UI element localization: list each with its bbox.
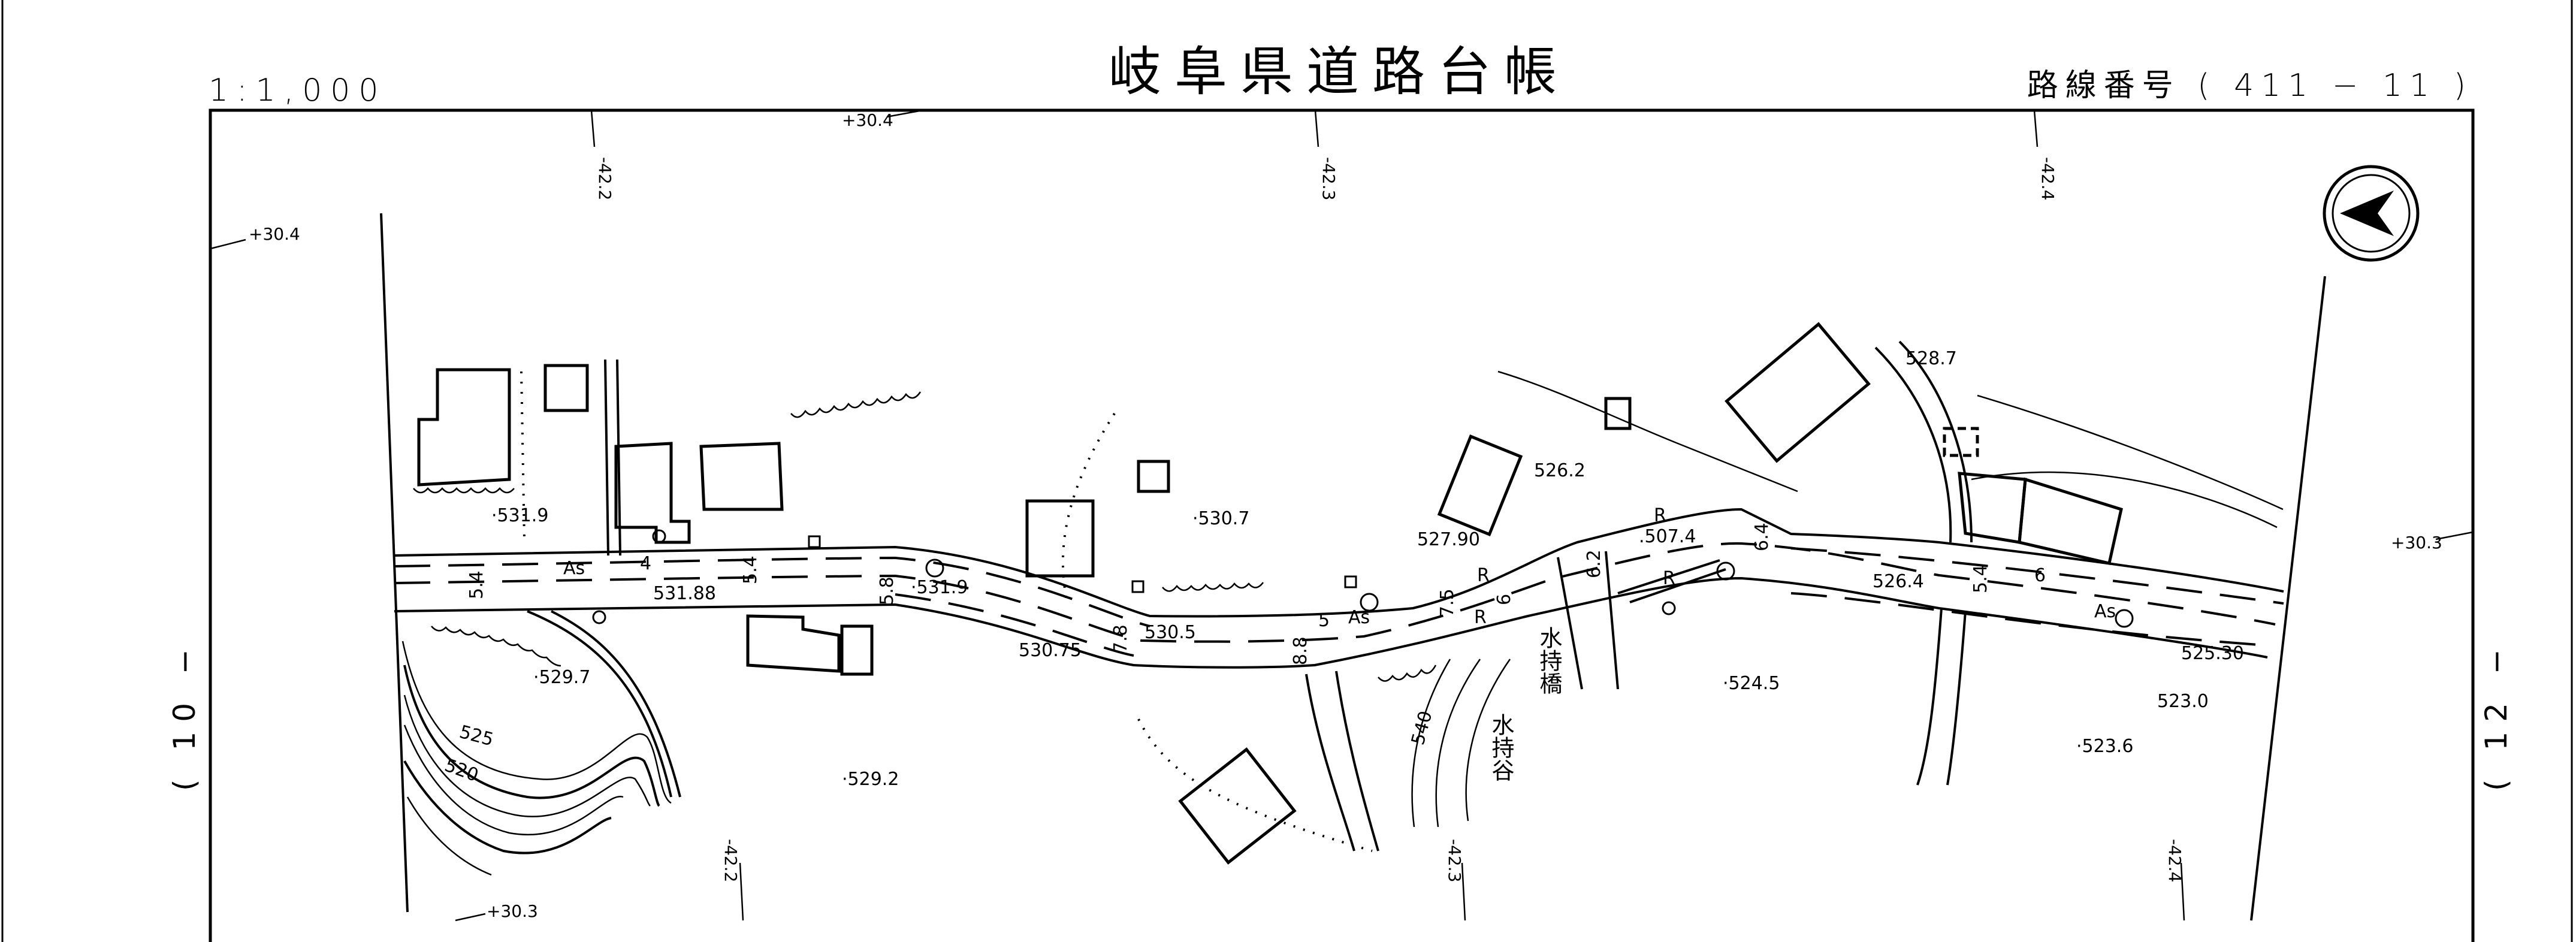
tick-top-1: -42.2 (595, 157, 615, 200)
offset-2: +30.4 (249, 224, 300, 244)
elevation-label: ·529.2 (842, 769, 899, 790)
map-frame (209, 108, 2475, 942)
elevation-label: ·529.7 (533, 667, 590, 688)
prefectural-road (394, 508, 2284, 669)
grid-ticks: -42.2 -42.3 -42.4 -42.2 -42.3 -42.4 +30.… (210, 109, 2474, 922)
map-annotations: ·531.9 As 4 531.88 5.4 5.4 5.8 ·531.9 ·5… (442, 348, 2244, 790)
width-label: 6.2 (1584, 550, 1605, 578)
retaining-wall-label: R (1654, 505, 1666, 526)
width-label: 6 (1494, 594, 1515, 605)
offset-4: +30.3 (487, 901, 538, 921)
catch-basin-icon (1344, 575, 1357, 588)
pavement-label: As (2094, 601, 2116, 622)
utility-pole-icon (592, 610, 606, 624)
offset-1: +30.4 (842, 110, 893, 130)
catch-basin-icon (1131, 580, 1144, 593)
survey-boundary-right (2250, 276, 2326, 921)
elevation-label: 525.30 (2181, 643, 2244, 664)
elevation-label: 530.75 (1019, 640, 1082, 661)
utility-pole-icon (652, 529, 666, 544)
manhole-icon (925, 558, 944, 578)
elevation-label: 523.0 (2157, 691, 2209, 712)
elevation-label: ·531.9 (911, 577, 968, 598)
contour-label: 525 (457, 721, 496, 751)
elevation-label: .507.4 (1639, 526, 1696, 547)
sheet-ref-right: ( 12 − (2479, 639, 2514, 791)
width-label: 7.5 (1437, 588, 1458, 617)
utility-pole-icon (1662, 601, 1676, 615)
catch-basin-icon (808, 535, 821, 548)
width-label: 6 (2034, 565, 2046, 586)
pavement-label: As (563, 558, 585, 579)
elevation-label: 528.7 (1905, 348, 1957, 369)
width-label: 5.4 (466, 570, 487, 599)
width-label: 5 (1318, 610, 1330, 631)
tick-bottom-3: -42.4 (2165, 839, 2185, 882)
tick-bottom-1: -42.2 (721, 839, 741, 882)
north-arrow-icon (2323, 165, 2420, 262)
elevation-label: ·523.6 (2076, 736, 2133, 757)
offset-3: +30.3 (2391, 533, 2442, 552)
buildings (417, 322, 2123, 865)
elevation-label: 530.5 (1144, 622, 1196, 643)
sheet-ref-left: ( 10 − (167, 639, 202, 791)
route-number: 路線番号 ( 411 − 11 ) (2027, 68, 2473, 104)
width-label: 5.4 (1970, 564, 1991, 593)
elevation-label: ·531.9 (491, 505, 548, 526)
side-roads (520, 340, 2284, 852)
width-label: 6.4 (1751, 523, 1772, 551)
contour-label: 520 (442, 755, 481, 786)
elevation-label: ·530.7 (1192, 508, 1249, 529)
contour-lines (401, 641, 672, 876)
bridge-name: 水持橋 (1536, 626, 1562, 695)
retaining-wall-label: R (1663, 568, 1675, 589)
retaining-wall-label: R (1477, 565, 1490, 586)
width-label: 5.8 (877, 576, 898, 605)
width-label: 5.4 (740, 555, 761, 584)
elevation-label: 526.2 (1534, 460, 1586, 481)
elevation-label: 527.90 (1417, 529, 1480, 550)
bridge-and-stream (1411, 551, 1726, 828)
width-label: 4 (640, 553, 651, 574)
width-label: 8.8 (1290, 636, 1311, 665)
survey-boundary-left (380, 213, 409, 913)
elevation-label: 526.4 (1873, 571, 1924, 592)
map-symbols (592, 529, 2134, 628)
manhole-icon (1360, 593, 1379, 612)
retaining-wall-label: R (1474, 607, 1487, 628)
hedges (413, 391, 1437, 682)
contour-label: 540 (1408, 709, 1437, 747)
scale-label: 1:1,000 (209, 73, 386, 108)
width-label: 7.8 (1110, 624, 1131, 653)
tick-top-2: -42.3 (1319, 157, 1339, 200)
manhole-icon (1716, 561, 1735, 581)
elevation-label: ·524.5 (1723, 673, 1780, 694)
tick-top-3: -42.4 (2038, 157, 2058, 200)
map-title: 岐阜県道路台帳 (1109, 41, 1570, 102)
elevation-label: 531.88 (653, 583, 716, 604)
tick-bottom-2: -42.3 (1445, 839, 1464, 882)
manhole-icon (2115, 609, 2134, 628)
stream-name: 水持谷 (1488, 713, 1514, 781)
